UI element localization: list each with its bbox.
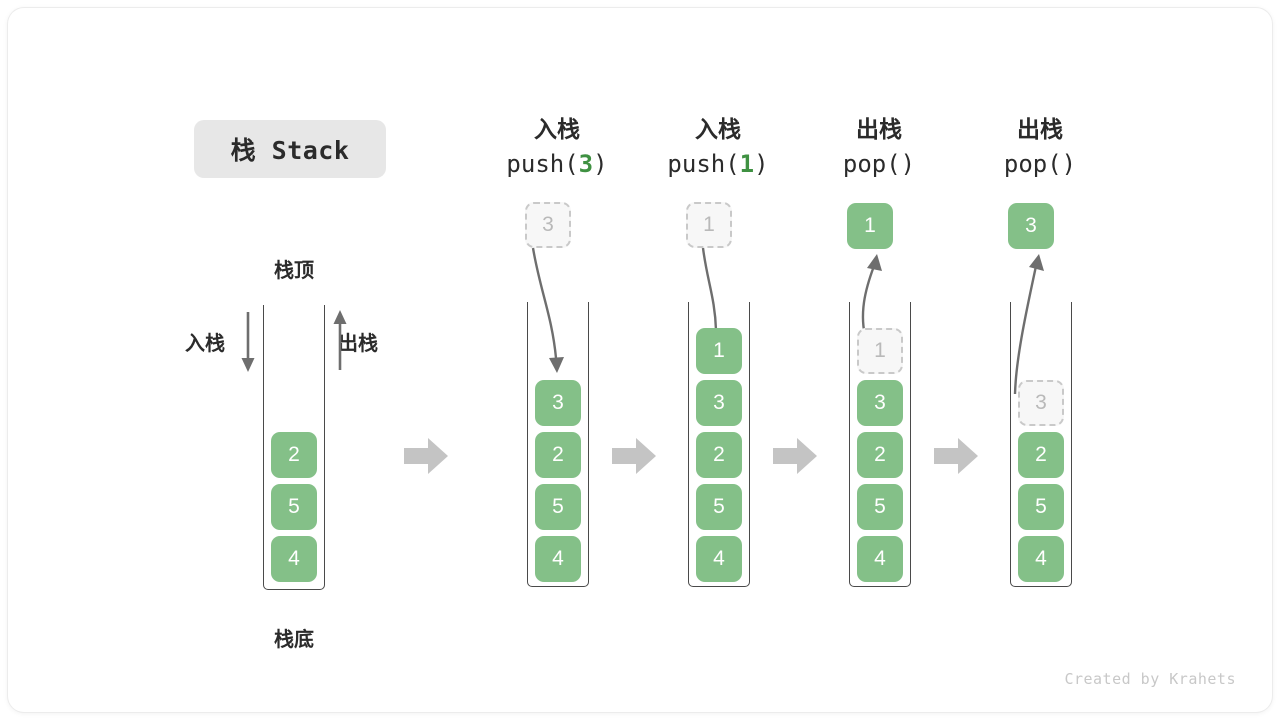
popped-element: 1	[847, 203, 893, 249]
footer-credit: Created by Krahets	[1064, 670, 1236, 688]
incoming-element-ghost: 1	[686, 202, 732, 248]
stack-cell: 5	[1018, 484, 1064, 530]
heading-suffix: )	[754, 150, 769, 178]
column-heading-line2: push(3)	[472, 146, 642, 182]
flow-arrow-icon	[773, 438, 817, 474]
stack-cell: 2	[535, 432, 581, 478]
stack-container-push-3	[527, 302, 589, 587]
pop-direction-arrow	[333, 310, 347, 370]
heading-suffix: )	[900, 150, 916, 178]
popped-element: 3	[1008, 203, 1054, 249]
diagram-card: 栈 Stack 栈顶 入栈 出栈 2 5 4 栈底 入栈 p	[8, 8, 1272, 712]
stack-cell: 5	[857, 484, 903, 530]
heading-highlight-value: 3	[578, 150, 594, 178]
heading-suffix: )	[1061, 150, 1077, 178]
stack-cell: 3	[857, 380, 903, 426]
stack-cell-ghost: 3	[1018, 380, 1064, 426]
stack-cell: 4	[1018, 536, 1064, 582]
column-heading-line2: pop()	[794, 146, 964, 182]
stack-bottom-label: 栈底	[274, 629, 314, 651]
stack-cell: 5	[271, 484, 317, 530]
stack-cell: 3	[535, 380, 581, 426]
column-heading-pop-3: 出栈 pop()	[955, 112, 1125, 182]
stack-container-initial	[263, 305, 325, 590]
column-heading-push-3: 入栈 push(3)	[472, 112, 642, 182]
stack-cell: 3	[696, 380, 742, 426]
heading-suffix: )	[593, 150, 608, 178]
stack-cell: 2	[271, 432, 317, 478]
diagram-title-chip: 栈 Stack	[194, 120, 386, 178]
stack-column-pop-3: 出栈 pop() 3 3 2 5 4	[955, 112, 1125, 592]
stack-cell: 2	[696, 432, 742, 478]
stack-column-push-1: 入栈 push(1) 1 1 3 2 5 4	[633, 112, 803, 592]
pop-flow-arrow-icon	[1013, 254, 1044, 395]
stack-container-pop-3	[1010, 302, 1072, 587]
flow-arrow-icon	[404, 438, 448, 474]
heading-prefix: pop(	[1003, 150, 1062, 178]
column-heading-line1: 入栈	[534, 116, 580, 142]
stack-cell: 1	[696, 328, 742, 374]
push-direction-arrow	[241, 312, 255, 372]
heading-prefix: push(	[506, 150, 579, 178]
stack-column-push-3: 入栈 push(3) 3 3 2 5 4	[472, 112, 642, 592]
heading-highlight-value: 1	[739, 150, 755, 178]
stack-cell: 5	[535, 484, 581, 530]
stack-cell: 5	[696, 484, 742, 530]
stack-cell: 4	[271, 536, 317, 582]
stack-cell: 4	[535, 536, 581, 582]
stack-cell-ghost: 1	[857, 328, 903, 374]
column-heading-line1: 出栈	[1017, 116, 1063, 142]
stack-column-pop-1: 出栈 pop() 1 1 3 2 5 4	[794, 112, 964, 592]
stack-cell: 4	[696, 536, 742, 582]
column-heading-line2: push(1)	[633, 146, 803, 182]
stack-top-label: 栈顶	[274, 260, 314, 282]
column-heading-line1: 出栈	[856, 116, 902, 142]
flow-arrow-icon	[612, 438, 656, 474]
flow-arrow-icon	[934, 438, 978, 474]
push-flow-arrow-icon	[531, 247, 564, 373]
stack-column-initial: 栈顶 入栈 出栈 2 5 4 栈底	[185, 248, 382, 651]
column-heading-push-1: 入栈 push(1)	[633, 112, 803, 182]
diagram-title-text: 栈 Stack	[230, 136, 350, 165]
incoming-element-ghost: 3	[525, 202, 571, 248]
column-heading-line2: pop()	[955, 146, 1125, 182]
stack-cell: 2	[1018, 432, 1064, 478]
heading-prefix: pop(	[842, 150, 901, 178]
stack-container-pop-1	[849, 302, 911, 587]
stack-container-push-1	[688, 302, 750, 587]
push-direction-label: 入栈	[185, 333, 225, 355]
column-heading-pop-1: 出栈 pop()	[794, 112, 964, 182]
heading-prefix: push(	[667, 150, 740, 178]
stack-cell: 4	[857, 536, 903, 582]
pop-direction-label: 出栈	[338, 333, 378, 355]
stack-cell: 2	[857, 432, 903, 478]
column-heading-line1: 入栈	[695, 116, 741, 142]
